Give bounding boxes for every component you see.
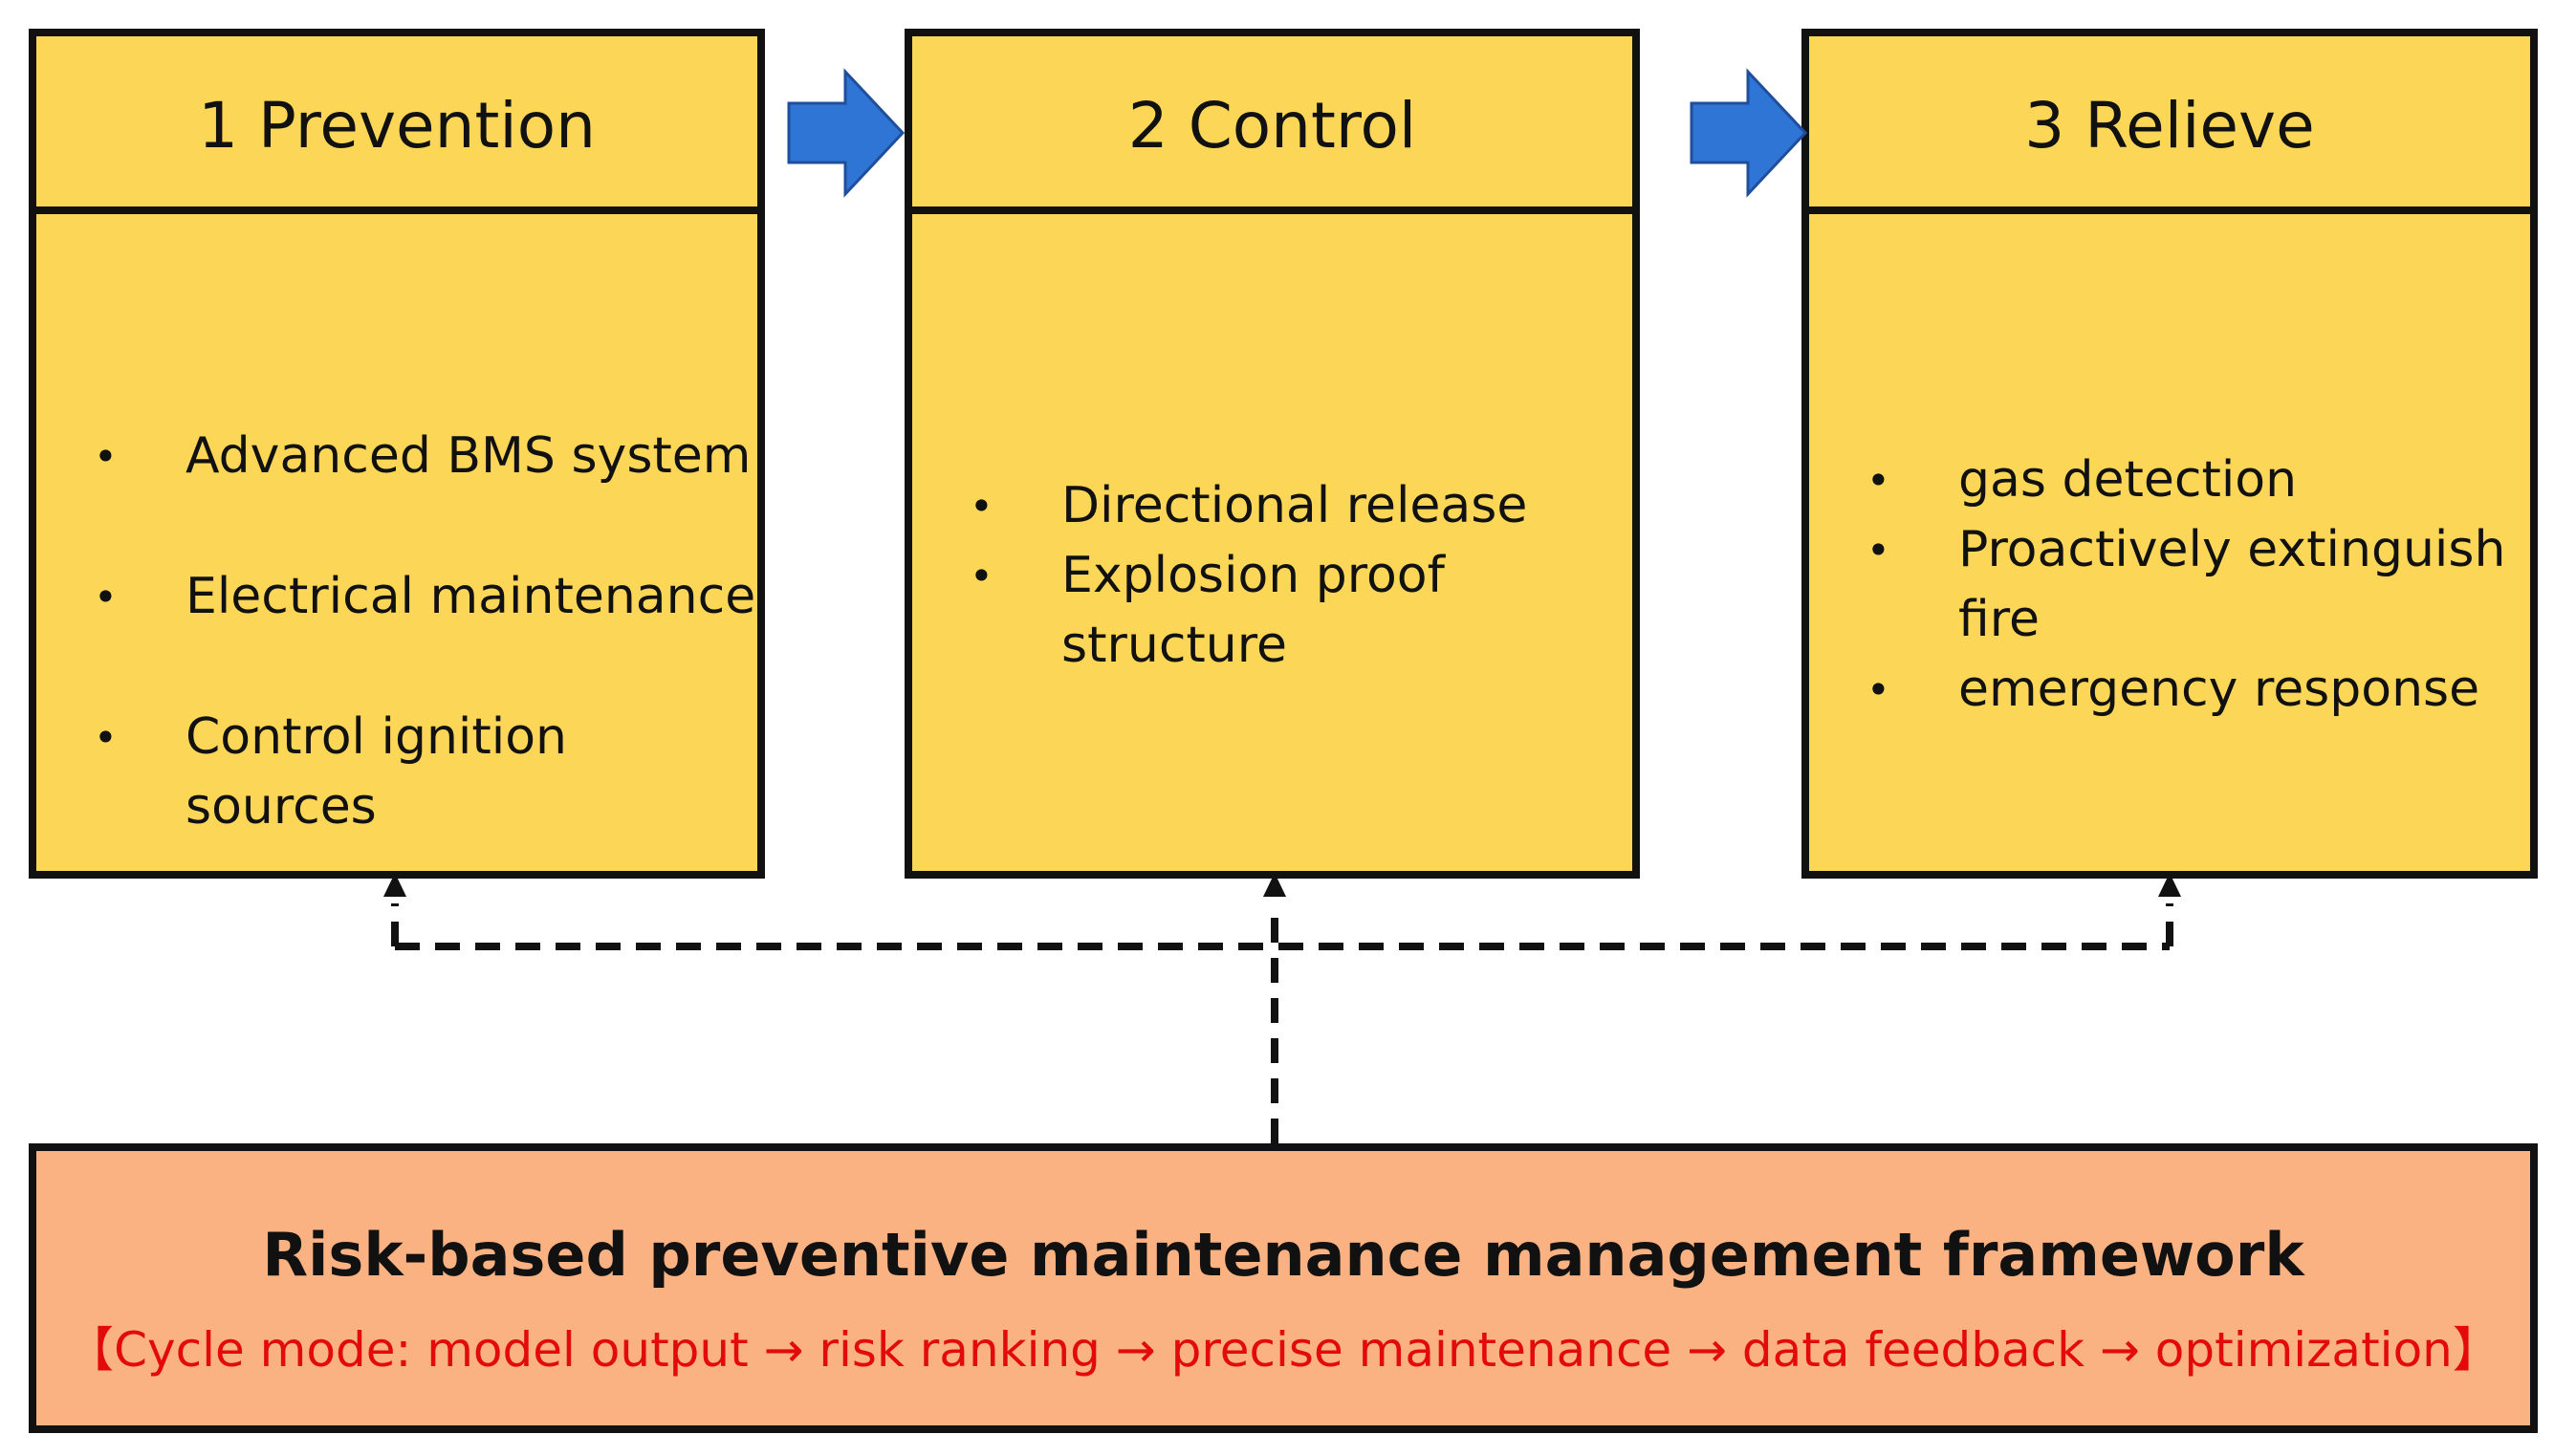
prevention-stage-body: • Advanced BMS system • Electrical mainten… [36, 214, 757, 871]
framework-cycle-text: 【Cycle mode: model output → risk ranking… [66, 1322, 2500, 1378]
relieve-item-list: • gas detection • Proactively extinguish f… [1838, 445, 2526, 725]
flow-arrow-icon [1690, 68, 1808, 198]
list-item: • Advanced BMS system [65, 422, 757, 491]
list-item: • Directional release [941, 471, 1629, 541]
bullet-icon: • [1866, 527, 1890, 574]
bullet-icon: • [1866, 666, 1890, 713]
list-item: • Control ignition sources [65, 703, 757, 842]
list-item: • emergency response [1838, 655, 2526, 725]
bullet-icon: • [94, 574, 118, 620]
control-stage-body: • Directional release • Explosion proof st… [912, 214, 1632, 871]
relieve-stage-body: • gas detection • Proactively extinguish f… [1809, 214, 2530, 871]
bullet-icon: • [970, 553, 993, 599]
item-text: Control ignition sources [186, 708, 567, 836]
bullet-icon: • [94, 714, 118, 761]
framework-title: Risk-based preventive maintenance manage… [262, 1220, 2304, 1290]
list-item: • gas detection [1838, 445, 2526, 515]
list-item: • Electrical maintenance [65, 562, 757, 632]
prevention-stage-box: 1 Prevention • Advanced BMS system • Elect… [29, 29, 765, 879]
control-stage-title: 2 Control [912, 36, 1632, 214]
flow-arrow-icon [787, 68, 906, 198]
list-item: • Explosion proof structure [941, 541, 1629, 681]
item-text: Advanced BMS system [186, 427, 752, 485]
item-text: Electrical maintenance [186, 568, 756, 625]
item-text: gas detection [1958, 451, 2298, 509]
bullet-icon: • [94, 433, 118, 480]
arrowhead-icon [1263, 873, 1286, 897]
item-text: Explosion proof structure [1061, 547, 1445, 674]
prevention-stage-title: 1 Prevention [36, 36, 757, 214]
item-text: Proactively extinguish fire [1958, 521, 2506, 648]
control-item-list: • Directional release • Explosion proof st… [941, 471, 1629, 681]
bullet-icon: • [970, 483, 993, 530]
item-text: Directional release [1061, 477, 1528, 534]
list-item: • Proactively extinguish fire [1838, 515, 2526, 655]
control-stage-box: 2 Control • Directional release • Explosio… [905, 29, 1640, 879]
item-text: emergency response [1958, 661, 2480, 718]
bullet-icon: • [1866, 457, 1890, 504]
prevention-item-list: • Advanced BMS system • Electrical mainten… [65, 422, 757, 913]
relieve-stage-title: 3 Relieve [1809, 36, 2530, 214]
framework-box: Risk-based preventive maintenance manage… [29, 1143, 2538, 1433]
arrowhead-icon [383, 873, 406, 897]
relieve-stage-box: 3 Relieve • gas detection • Proactively ex… [1801, 29, 2538, 879]
arrowhead-icon [2158, 873, 2181, 897]
